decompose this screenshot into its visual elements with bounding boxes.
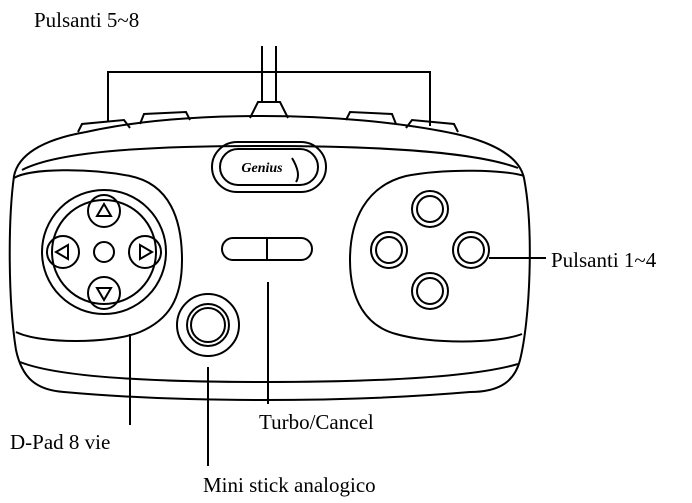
label-buttons-1-4: Pulsanti 1~4 [551, 248, 657, 272]
face-button-bottom [411, 272, 449, 310]
dpad-down [87, 276, 121, 310]
dpad-right [128, 235, 162, 269]
face-button-top [411, 190, 449, 228]
shoulder-buttons [77, 110, 459, 133]
shoulder-button-right-outer [405, 118, 459, 133]
arrow-left-icon [54, 243, 69, 261]
dpad [41, 189, 167, 315]
face-button-left [370, 231, 408, 269]
right-grip-panel [348, 169, 525, 343]
label-dpad: D-Pad 8 vie [10, 430, 111, 454]
shoulder-button-left-inner [139, 110, 191, 125]
dpad-left [46, 235, 80, 269]
logo-badge: Genius [211, 141, 327, 193]
left-grip-panel [13, 169, 184, 342]
mini-stick [176, 293, 240, 357]
arrow-up-icon [95, 202, 113, 217]
dpad-up [87, 194, 121, 228]
arrow-down-icon [95, 287, 113, 302]
leader-lines [107, 71, 546, 466]
label-turbo-cancel: Turbo/Cancel [259, 410, 374, 434]
shoulder-button-right-inner [345, 110, 397, 125]
controller-body [8, 114, 531, 402]
label-mini-stick: Mini stick analogico [203, 473, 376, 497]
face-button-right [452, 231, 490, 269]
logo-text: Genius [241, 161, 283, 176]
arrow-right-icon [139, 243, 154, 261]
leader-buttons-5-8 [107, 71, 431, 126]
label-buttons-5-8: Pulsanti 5~8 [34, 8, 140, 32]
cable [249, 46, 289, 119]
face-buttons [370, 190, 490, 310]
turbo-cancel-buttons [221, 237, 313, 261]
dpad-center [93, 241, 115, 263]
